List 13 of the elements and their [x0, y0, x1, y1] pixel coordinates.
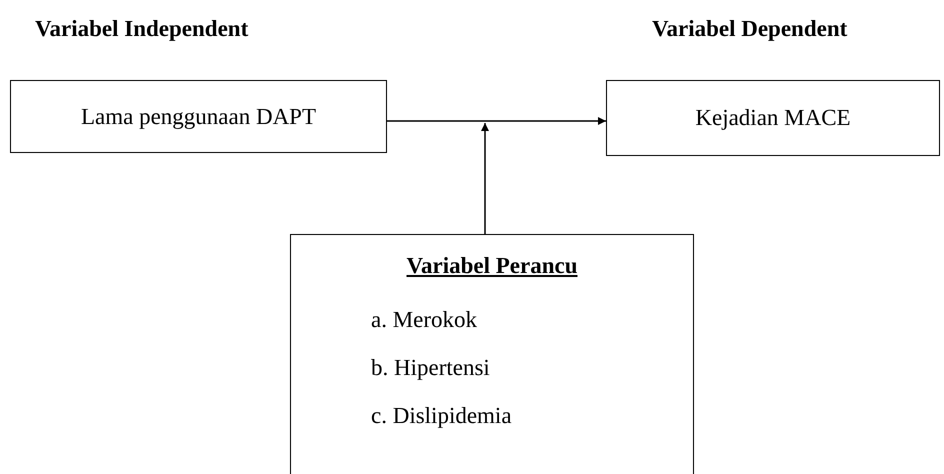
list-item: a. Merokok [371, 307, 478, 333]
heading: Variabel Perancu [406, 253, 578, 279]
text-box [290, 234, 694, 474]
list-item: c. Dislipidemia [371, 403, 512, 429]
box-label: Lama penggunaan DAPT [80, 104, 316, 130]
column-heading: Variabel Dependent [652, 16, 848, 42]
list-item: b. Hipertensi [371, 355, 490, 381]
text-box [606, 80, 940, 156]
arrow [481, 123, 489, 234]
column-heading: Variabel Independent [35, 16, 248, 42]
box-label: Kejadian MACE [695, 105, 851, 131]
arrow [387, 117, 606, 125]
text-box [10, 80, 387, 153]
